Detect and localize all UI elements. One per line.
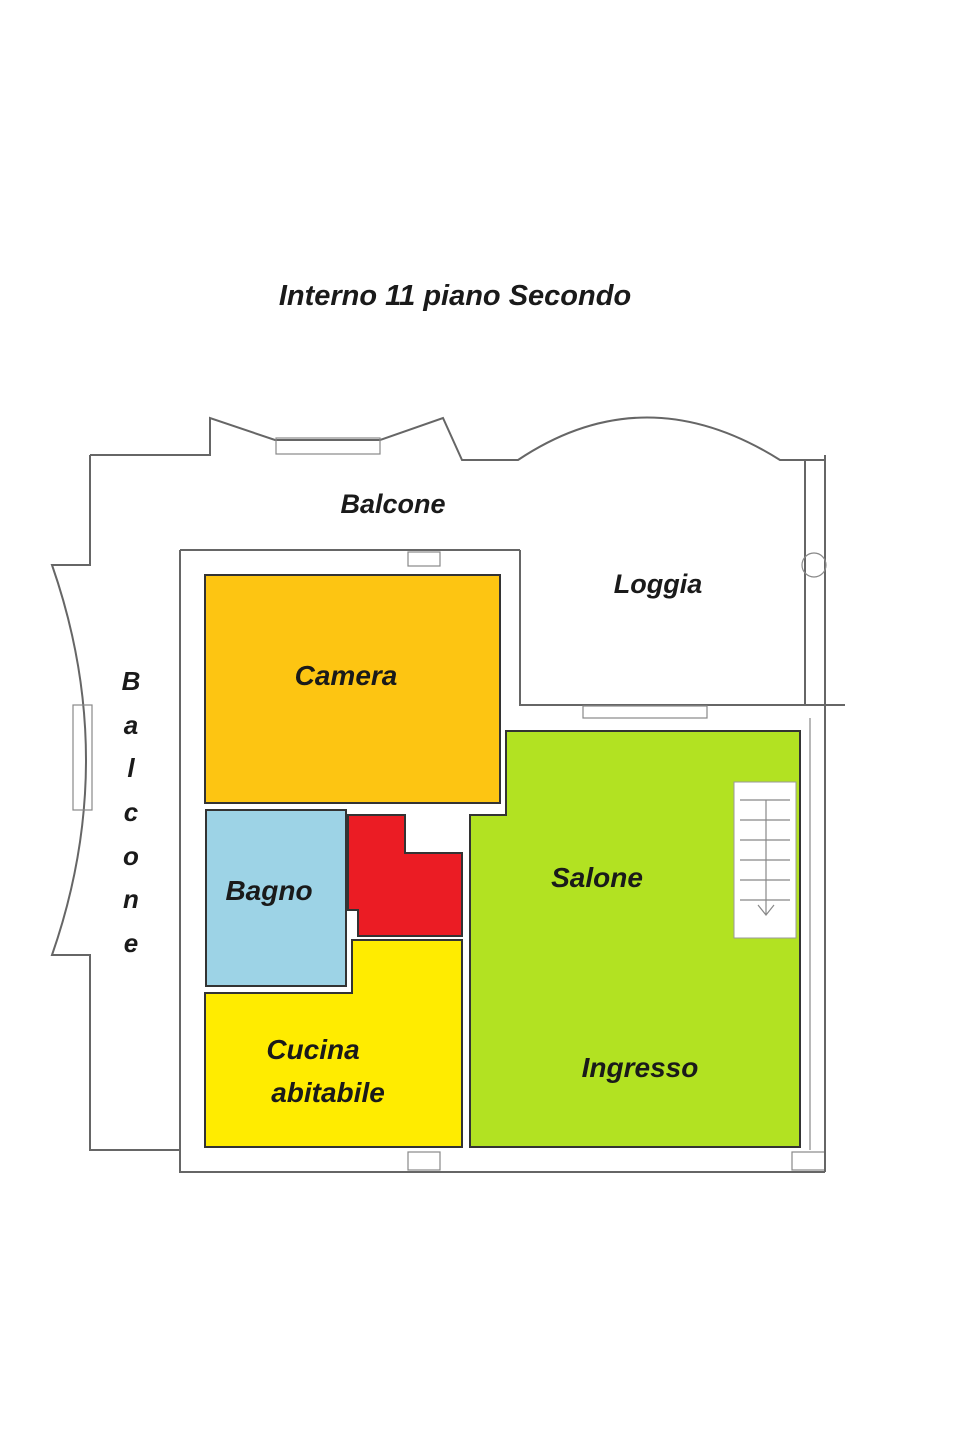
label-balcone-left: B a l c o n e bbox=[122, 666, 141, 958]
balcone-left-letter: c bbox=[124, 797, 139, 827]
window-north bbox=[407, 551, 441, 567]
label-salone: Salone bbox=[551, 862, 643, 893]
balcone-left-letter: n bbox=[123, 884, 139, 914]
window-left bbox=[72, 704, 93, 811]
window-south bbox=[407, 1151, 441, 1171]
apartment-wall bbox=[179, 549, 825, 1173]
balcone-left-letter: B bbox=[122, 666, 141, 696]
outer-balcony-outline bbox=[50, 416, 825, 1151]
room-cucina bbox=[204, 939, 463, 1148]
room-bagno bbox=[205, 809, 347, 987]
loggia-outline bbox=[519, 455, 845, 706]
label-ingresso: Ingresso bbox=[582, 1052, 699, 1083]
loggia-column bbox=[801, 552, 827, 578]
balcone-left-letter: e bbox=[124, 928, 138, 958]
staircase-icon bbox=[733, 781, 797, 939]
balcone-left-letter: l bbox=[127, 753, 135, 783]
label-balcone-top: Balcone bbox=[340, 489, 445, 519]
label-camera: Camera bbox=[295, 660, 398, 691]
label-bagno: Bagno bbox=[225, 875, 312, 906]
balcone-left-letter: o bbox=[123, 841, 139, 871]
window-sw bbox=[791, 1151, 826, 1171]
room-red bbox=[347, 814, 463, 937]
label-cucina-line1: Cucina bbox=[266, 1034, 359, 1065]
room-camera bbox=[204, 574, 501, 804]
plan-title: Interno 11 piano Secondo bbox=[279, 280, 631, 312]
balcone-left-letter: a bbox=[124, 710, 138, 740]
room-salone bbox=[469, 730, 801, 1148]
window-loggia bbox=[582, 705, 708, 719]
label-loggia: Loggia bbox=[614, 569, 703, 599]
window-top bbox=[275, 437, 381, 455]
label-cucina-line2: abitabile bbox=[271, 1077, 385, 1108]
